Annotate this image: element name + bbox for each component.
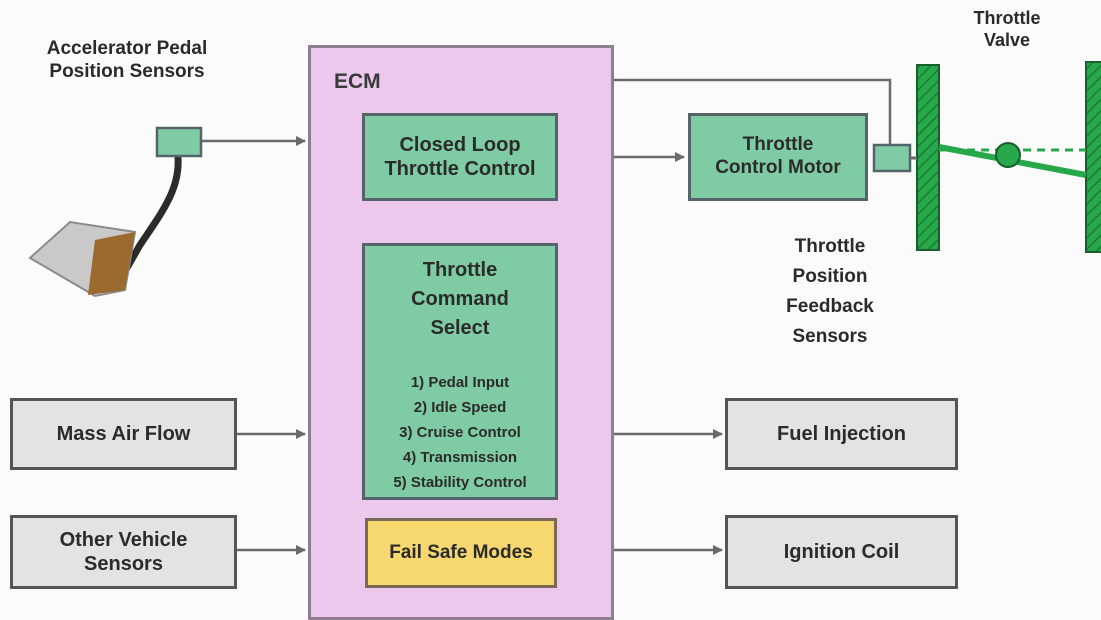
other-vehicle-sensors-block: Other Vehicle Sensors [10, 515, 237, 589]
accelerator-pedal-illustration [28, 126, 203, 298]
throttle-position-sensor [872, 143, 912, 173]
throttle-command-select-title: Throttle Command Select [411, 259, 509, 339]
throttle-control-motor-block: Throttle Control Motor [688, 113, 868, 201]
list-item: 1) Pedal Input [410, 374, 510, 391]
list-item: 4) Transmission [402, 449, 518, 466]
list-item: 5) Stability Control [393, 474, 527, 491]
throttle-valve-illustration [916, 61, 1101, 253]
throttle-valve-label: Throttle Valve [973, 8, 1041, 50]
fuel-injection-block: Fuel Injection [725, 398, 958, 470]
throttle-position-feedback-label: Throttle Position Feedback Sensors [786, 236, 874, 347]
list-item: 3) Cruise Control [399, 424, 521, 441]
pedal-sensor [155, 126, 203, 158]
fail-safe-modes-block: Fail Safe Modes [365, 518, 557, 588]
list-item: 2) Idle Speed [413, 399, 507, 416]
ecm-title: ECM [334, 70, 381, 93]
closed-loop-throttle-control-block: Closed Loop Throttle Control [362, 113, 558, 201]
throttle-command-list: 1) Pedal Input 2) Idle Speed 3) Cruise C… [365, 370, 555, 495]
ignition-coil-block: Ignition Coil [725, 515, 958, 589]
mass-air-flow-block: Mass Air Flow [10, 398, 237, 470]
accelerator-pedal-label: Accelerator Pedal Position Sensors [46, 38, 208, 82]
throttle-command-select-block: Throttle Command Select 1) Pedal Input 2… [362, 243, 558, 500]
